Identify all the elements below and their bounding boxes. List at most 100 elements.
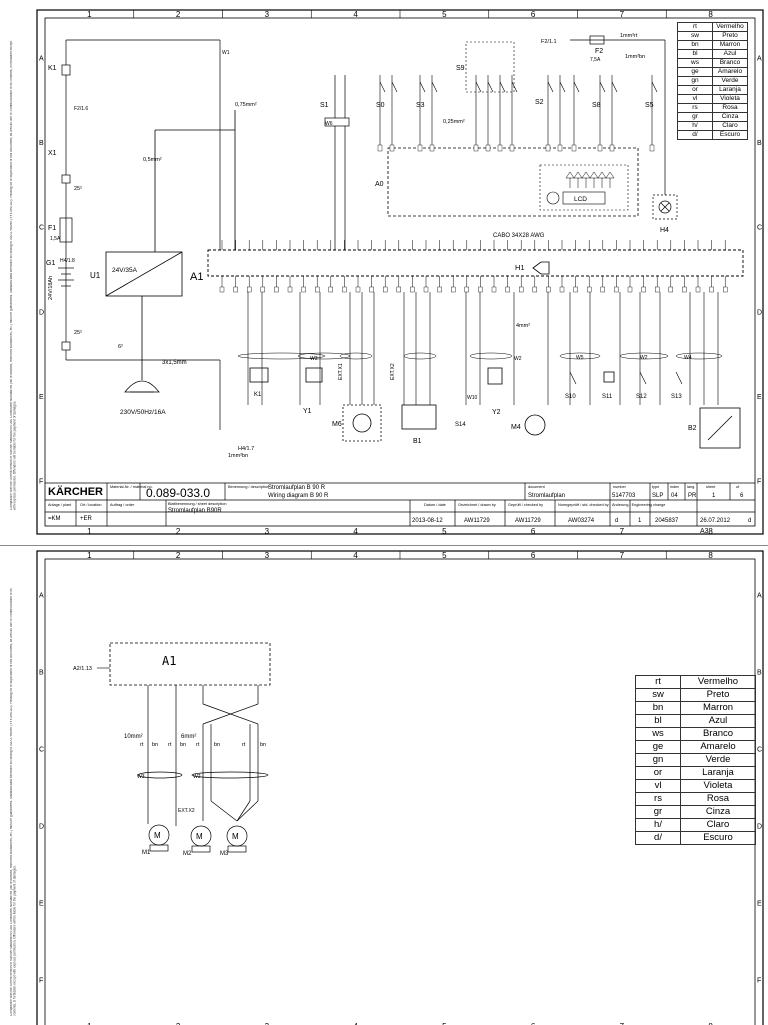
switch-s11-symbol: [603, 371, 615, 383]
label-w2-right: W2: [640, 355, 648, 361]
grid-col-label: 4: [353, 527, 358, 536]
label-w5: W5: [576, 355, 584, 361]
label-s10: S10: [565, 394, 576, 400]
description-en: Wiring diagram B 90 R: [268, 493, 329, 499]
charger-u1: [105, 110, 236, 393]
fuse-f2-lamp-h4: [570, 35, 678, 220]
legend-color-name: Amarelo: [680, 740, 756, 754]
label-a2-ref: A2/1.13: [73, 666, 92, 672]
label-motor-3: M: [232, 832, 239, 841]
label-motor-1: M: [154, 831, 161, 840]
legend-code: gr: [677, 112, 713, 122]
grid-row-label: C: [39, 225, 44, 232]
label-x1: X1: [48, 150, 57, 157]
label-s13: S13: [671, 394, 682, 400]
grid-row-label: E: [39, 394, 44, 401]
display-board-a0: [387, 147, 639, 217]
valve-y2: [487, 367, 503, 385]
grid-row-label: F: [757, 479, 761, 486]
label-cable-awg: CABO 34X28 AWG: [493, 233, 545, 239]
battery-circuit: [58, 39, 221, 430]
type-value: SLP: [652, 493, 663, 499]
description-de: Stromlaufplan B 90 R: [268, 485, 326, 491]
legend-code: vl: [635, 779, 681, 793]
label-bn-4: bn: [260, 742, 266, 748]
legend-color-name: Verde: [712, 76, 748, 86]
grid-row-label: B: [39, 670, 44, 677]
label-m4: M4: [511, 424, 521, 431]
label-h4-ref-left: H4/1.8: [60, 258, 75, 264]
change-number: 2045837: [655, 518, 679, 524]
plant-value: =KM: [48, 516, 61, 522]
legend-color-name: Branco: [680, 727, 756, 741]
change-date: 26.07.2012: [700, 518, 731, 524]
label-f2: F2: [595, 48, 603, 55]
valve-y1: [305, 367, 323, 383]
label-u1: U1: [90, 271, 101, 280]
grid-col-label: 3: [265, 527, 270, 536]
label-g1: G1: [46, 260, 55, 267]
legend-code: sw: [635, 688, 681, 702]
label-y2: Y2: [492, 409, 501, 416]
legend-code: h/: [635, 818, 681, 832]
label-a1-sheet2: A1: [162, 654, 176, 668]
label-s12: S12: [636, 394, 647, 400]
std-checked-value: AW03274: [568, 518, 595, 524]
motor-m4-symbol: [524, 414, 546, 436]
grid-col-label: 4: [353, 551, 358, 560]
label-s5: S5: [645, 102, 654, 109]
material-label: Material-Nr. / material no.: [110, 485, 153, 489]
label-k1: K1: [48, 65, 57, 72]
legend-color-name: Rosa: [712, 103, 748, 113]
legend-color-name: Rosa: [680, 792, 756, 806]
label-m3: M3: [220, 851, 229, 857]
grid-row-label: B: [757, 140, 762, 147]
legend-color-name: Escuro: [712, 130, 748, 140]
label-ext-x2: EXT.X2: [390, 363, 396, 380]
grid-col-label: 5: [442, 10, 447, 19]
label-rt-4: rt: [242, 742, 246, 748]
buzzer-symbol: [546, 191, 560, 205]
legend-code: ws: [635, 727, 681, 741]
legend-code: h/: [677, 121, 713, 131]
sheet-value: 1: [712, 493, 716, 499]
document-value: Stromlaufplan: [528, 493, 565, 499]
std-checked-label: Normgeprüft / std. checked by: [558, 503, 609, 507]
brand-logo-text: KÄRCHER: [48, 485, 103, 498]
legend-color-name: Claro: [712, 121, 748, 131]
switch-s9-box: [465, 41, 515, 93]
number-value: 5147703: [612, 493, 636, 499]
label-f2-ref-left: F2/1.6: [74, 106, 88, 112]
grid-row-label: A: [757, 55, 762, 62]
label-w6-top: W6: [325, 121, 333, 127]
grid-col-label: 2: [176, 551, 181, 560]
label-w2-sheet2: W2: [193, 774, 201, 780]
output-wiring: [237, 292, 723, 405]
legend-row: h/Claro: [635, 818, 756, 832]
location-value: +ER: [80, 516, 93, 522]
legend-color-name: Amarelo: [712, 67, 748, 77]
legend-color-name: Azul: [712, 49, 748, 59]
sheet-frame: [36, 9, 764, 535]
grid-row-label: B: [757, 670, 762, 677]
grid-col-label: 8: [708, 527, 713, 536]
legend-code: rs: [677, 103, 713, 113]
sensor-b1: [401, 404, 437, 430]
label-section-1: 1mm²rt: [620, 33, 638, 39]
label-supply: 230V/50Hz/16A: [120, 409, 166, 416]
wiring-diagram-sheet-1: Compliance with the current version of K…: [10, 9, 764, 536]
grid-row-label: A: [39, 55, 44, 62]
label-rt: rt: [140, 742, 144, 748]
legend-code: rs: [635, 792, 681, 806]
grid-row-label: E: [757, 394, 762, 401]
legend-color-name: Violeta: [712, 94, 748, 104]
